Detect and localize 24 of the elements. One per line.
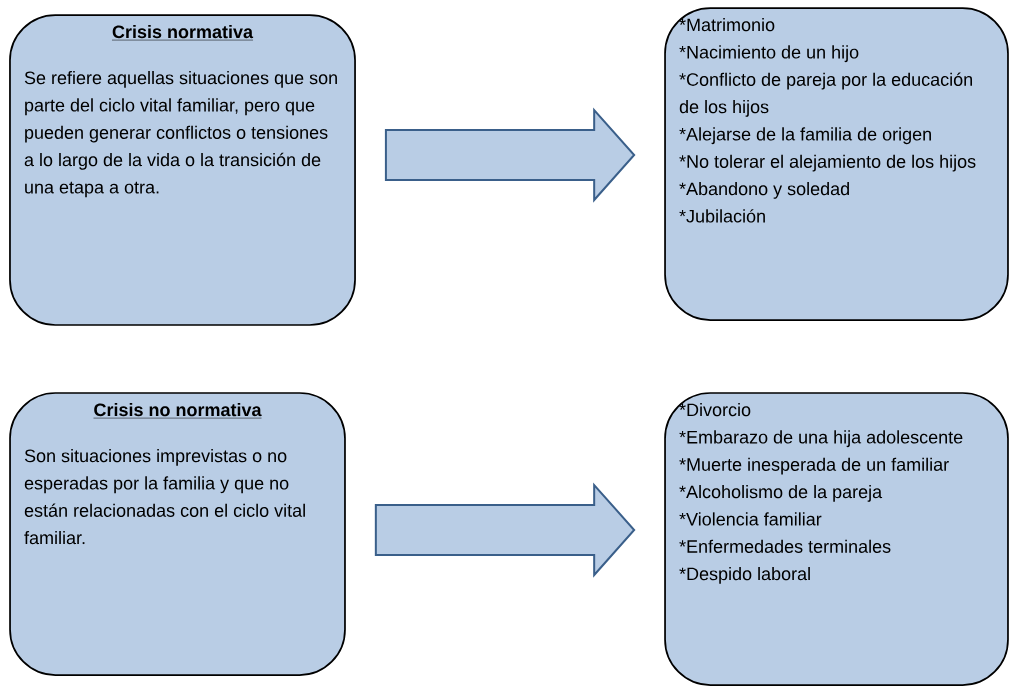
heading: Crisis normativa — [111, 25, 254, 41]
description: Se refiere aquellas situaciones que son parte del ciclo vital familiar, pero que pueden generar conflictos o tensiones a lo largo de la vida o la transición de una etapa a otra. — [24, 71, 337, 198]
list-item: *No tolerar el alejamiento de los hijos — [679, 154, 976, 172]
rounded-box — [664, 392, 1009, 686]
rounded-box — [664, 7, 1009, 321]
list-item: *Embarazo de una hija adolescente — [679, 430, 963, 448]
heading: Crisis no normativa — [93, 403, 262, 419]
list-item: *Matrimonio — [679, 18, 775, 32]
block-arrow — [384, 107, 636, 203]
list-item: *Conflicto de pareja por la educación de los hijos — [679, 72, 972, 117]
list-item: *Jubilación — [679, 209, 765, 223]
list-item: *Nacimiento de un hijo — [679, 45, 859, 63]
list-item: *Divorcio — [679, 403, 751, 417]
description: Son situaciones imprevistas o no esperadas por la familia y que no están relacionadas con el ciclo vital familiar. — [24, 449, 305, 545]
list-item: *Violencia familiar — [679, 512, 822, 526]
list-item: *Muerte inesperada de un familiar — [679, 457, 949, 475]
rounded-box — [9, 392, 346, 676]
list-item: *Abandono y soledad — [679, 182, 849, 199]
list-item: *Enfermedades terminales — [679, 539, 891, 553]
list-item: *Alcoholismo de la pareja — [679, 485, 883, 502]
list-item: *Despido laboral — [679, 567, 810, 584]
block-arrow — [374, 482, 636, 578]
rounded-box — [9, 14, 356, 326]
list-item: *Alejarse de la familia de origen — [679, 127, 931, 145]
